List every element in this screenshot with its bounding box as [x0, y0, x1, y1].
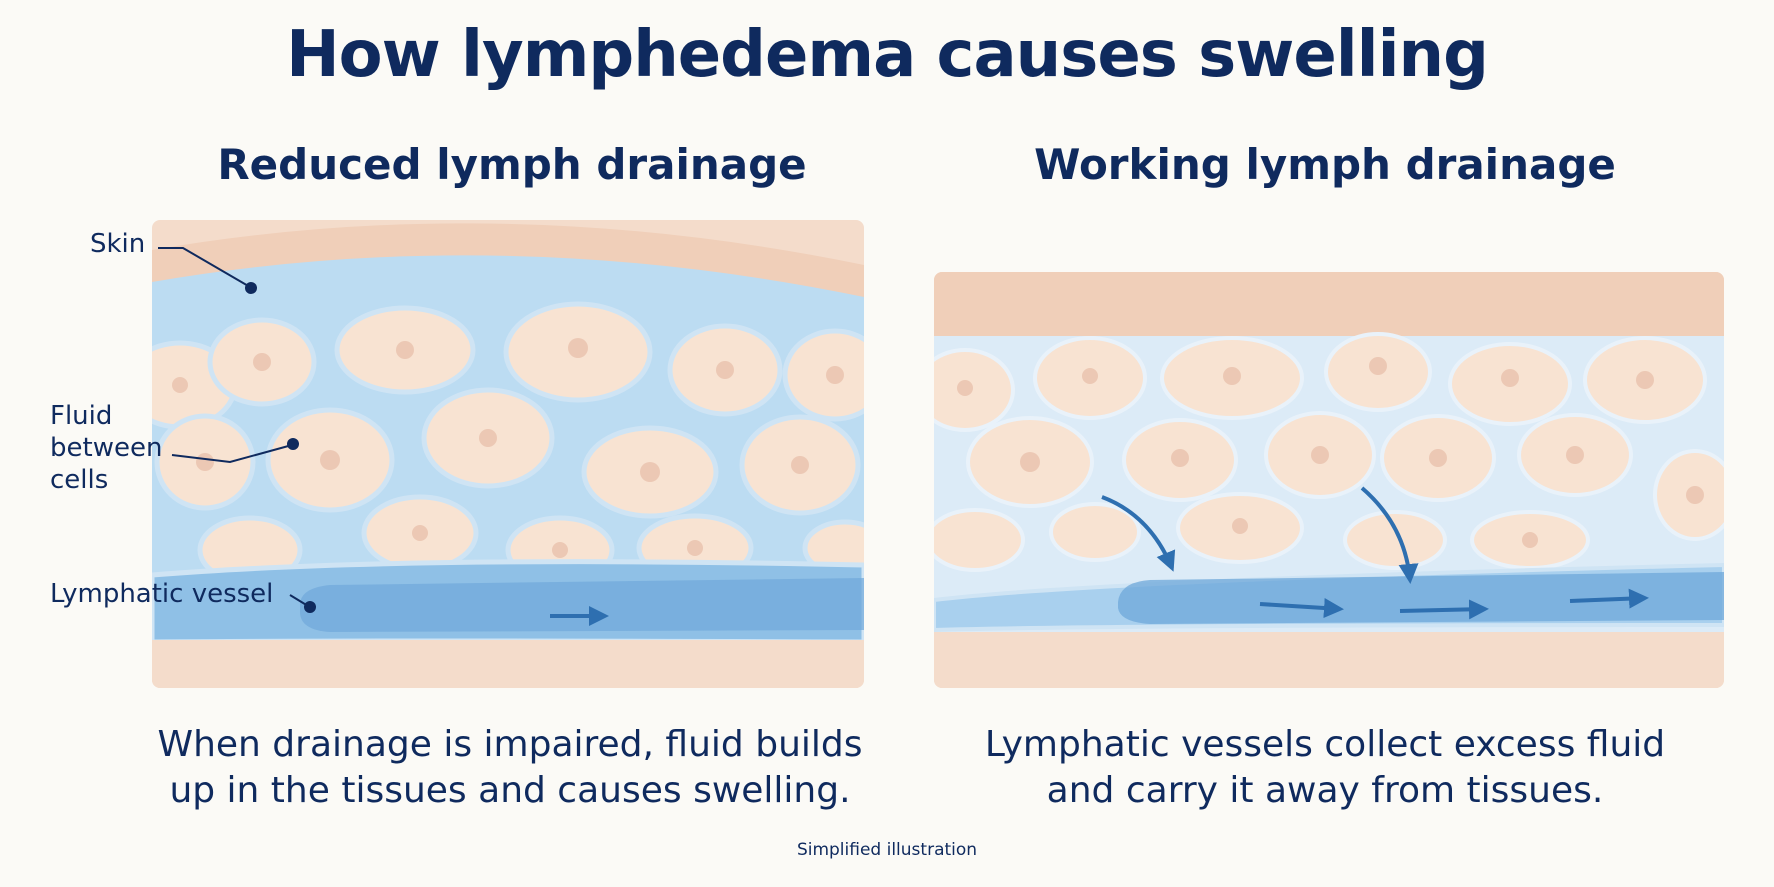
- caption-line: When drainage is impaired, fluid builds: [157, 724, 863, 765]
- fluid-label-line: between: [50, 433, 163, 463]
- right-skin-layer: [934, 272, 1724, 336]
- left-panel-caption: When drainage is impaired, fluid builds …: [110, 722, 910, 814]
- left-nuclei: [172, 338, 844, 558]
- caption-line: up in the tissues and causes swelling.: [169, 770, 851, 811]
- fluid-leader: [171, 444, 293, 464]
- leader-dots: [245, 282, 316, 613]
- flow-arrow: [1259, 598, 1344, 618]
- left-lower-tissue: [152, 640, 864, 688]
- flow-arrow: [1569, 588, 1649, 609]
- fluid-label-line: cells: [50, 465, 109, 495]
- lymphatic-vessel-label: Lymphatic vessel: [50, 579, 274, 609]
- right-panel-caption: Lymphatic vessels collect excess fluid a…: [930, 722, 1720, 814]
- cell: [1343, 510, 1447, 570]
- right-panel-title: Working lymph drainage: [1034, 140, 1616, 189]
- right-nuclei: [957, 357, 1704, 548]
- footnote: Simplified illustration: [796, 840, 978, 860]
- right-flow-arrows: [1101, 486, 1649, 620]
- cell: [934, 508, 1025, 572]
- right-tissue-illustration: [934, 272, 1724, 688]
- inflow-arrow: [1360, 486, 1419, 584]
- page-title: How lymphedema causes swelling: [286, 18, 1489, 92]
- fluid-label: Fluid between cells: [50, 400, 170, 496]
- flow-arrow: [1399, 599, 1489, 620]
- cell: [1049, 502, 1141, 562]
- left-tissue-illustration: [152, 220, 864, 688]
- left-panel-title: Reduced lymph drainage: [217, 140, 807, 189]
- caption-line: Lymphatic vessels collect excess fluid: [984, 724, 1666, 765]
- right-cells: [934, 332, 1724, 572]
- caption-line: and carry it away from tissues.: [1046, 770, 1604, 811]
- inflow-arrow: [1101, 495, 1176, 572]
- fluid-label-line: Fluid: [50, 401, 113, 431]
- skin-label: Skin: [90, 229, 146, 259]
- skin-leader: [158, 247, 251, 288]
